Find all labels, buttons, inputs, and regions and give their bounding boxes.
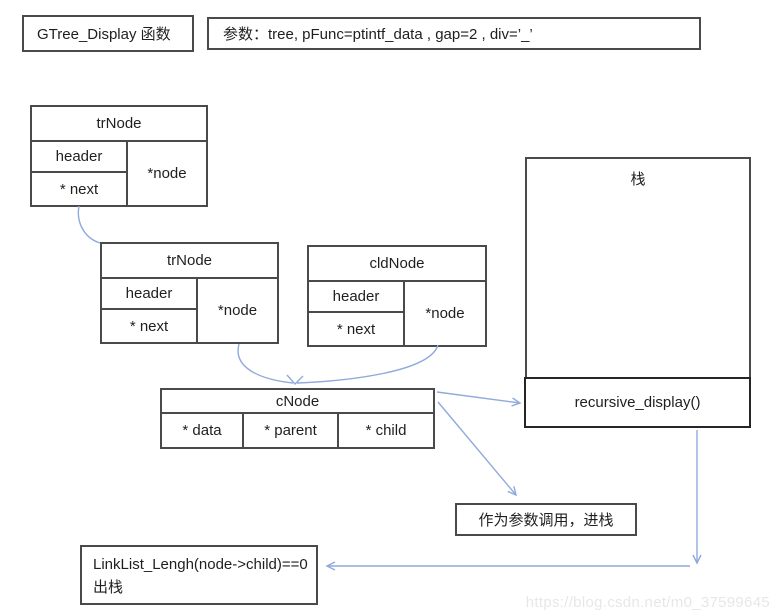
cldnode-next-cell: * next [307,311,405,347]
connector-next-to-trnode-mid [77,205,101,244]
cldnode-title: cldNode [307,245,487,282]
cnode-child-cell: * child [337,412,435,449]
connector-trnode-mid-to-cnode [237,343,294,384]
trnode-top-header-cell: header [30,140,128,173]
trnode-mid-next-cell: * next [100,308,198,344]
cldnode-node-cell: *node [403,280,487,347]
trnode-top-struct: trNode header * next *node [30,105,208,207]
params-label: 参数：tree, pFunc=ptintf_data , gap=2 , div… [223,26,533,43]
arrow-cnode-to-push-call [437,401,518,497]
function-title-box: GTree_Display 函数 [22,15,194,52]
trnode-mid-header-cell: header [100,277,198,310]
trnode-top-title: trNode [30,105,208,142]
stack-frame-recursive-display: recursive_display() [524,377,751,428]
cnode-data-cell: * data [160,412,244,449]
arrow-cnode-to-stack-frame [436,391,522,407]
arrowhead-cnode-top [286,374,304,386]
pop-condition-line1: LinkList_Lengh(node->child)==0 [93,556,308,573]
params-box: 参数：tree, pFunc=ptintf_data , gap=2 , div… [207,17,701,50]
trnode-top-next-cell: * next [30,171,128,207]
stack-title: 栈 [630,171,646,188]
connector-cldnode-to-cnode [296,344,439,384]
stack-frame-label: recursive_display() [574,394,701,411]
watermark-url: https://blog.csdn.net/m0_37599645 [525,594,770,611]
trnode-mid-node-cell: *node [196,277,279,344]
cldnode-header-cell: header [307,280,405,313]
trnode-top-node-cell: *node [126,140,208,207]
push-call-box: 作为参数调用，进栈 [455,503,637,536]
push-call-label: 作为参数调用，进栈 [478,512,614,529]
pop-condition-box: LinkList_Lengh(node->child)==0 出栈 [80,545,318,605]
trnode-mid-struct: trNode header * next *node [100,242,279,344]
pop-condition-line2: 出栈 [93,579,124,596]
trnode-mid-title: trNode [100,242,279,279]
function-title-label: GTree_Display 函数 [37,26,171,43]
cldnode-struct: cldNode header * next *node [307,245,487,347]
cnode-struct: cNode * data * parent * child [160,388,435,449]
cnode-title: cNode [160,388,435,414]
cnode-parent-cell: * parent [242,412,339,449]
